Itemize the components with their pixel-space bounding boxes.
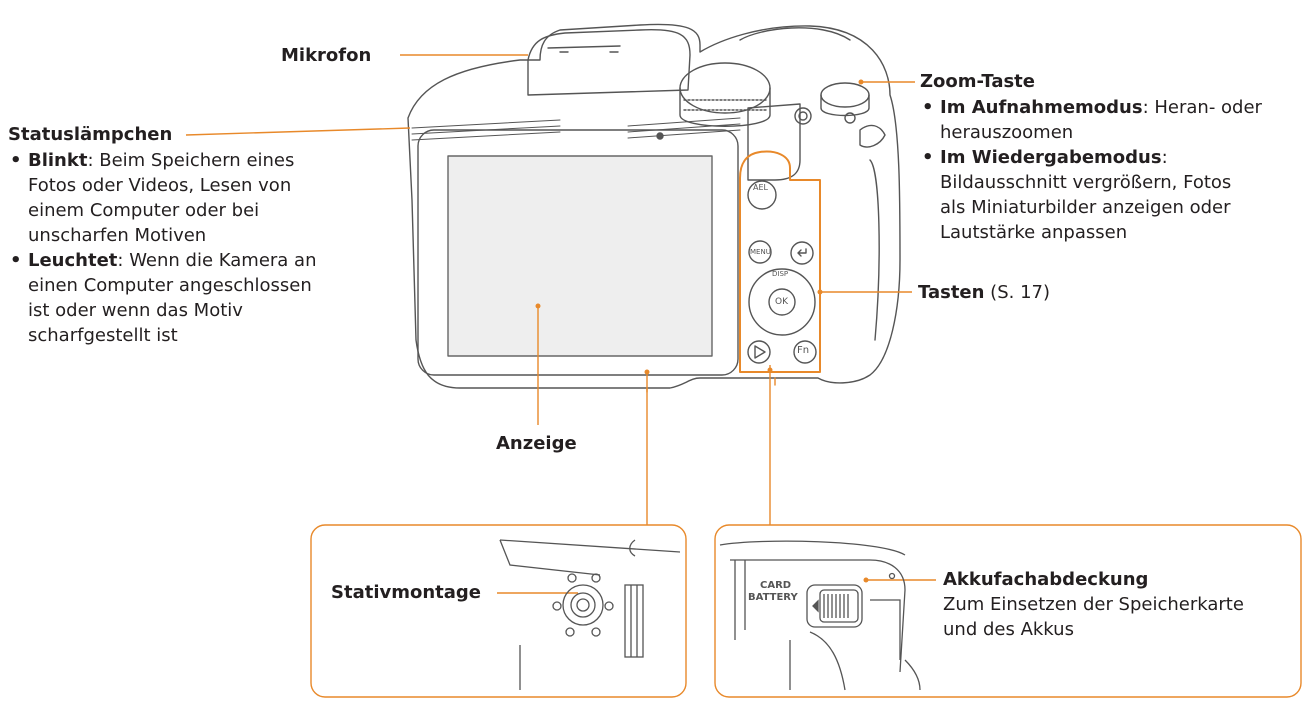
disp-label: DISP bbox=[772, 270, 789, 278]
zoom-taste-term: Im Aufnahmemodus bbox=[940, 97, 1143, 118]
mode-dial bbox=[679, 62, 771, 114]
akkufachabdeckung-desc-2: und des Akkus bbox=[943, 619, 1074, 640]
statuslaempchen-term: Blinkt bbox=[28, 150, 88, 171]
zoom-taste-list: Im Aufnahmemodus: Heran- oderherauszoome… bbox=[920, 95, 1262, 245]
fn-button-shape bbox=[793, 340, 817, 364]
stativmontage-label: Stativmontage bbox=[331, 582, 482, 603]
battery-label: BATTERY bbox=[748, 592, 798, 603]
battery-door-drawing bbox=[719, 540, 921, 691]
zoom-taste-term: Im Wiedergabemodus bbox=[940, 147, 1162, 168]
statuslaempchen-term: Leuchtet bbox=[28, 250, 118, 271]
ael-button: AEL bbox=[753, 183, 768, 192]
tripod-inset-frame bbox=[310, 524, 687, 698]
mikrofon-label: Mikrofon bbox=[281, 45, 372, 66]
fn-button: Fn bbox=[797, 345, 810, 356]
card-label: CARD bbox=[760, 580, 792, 591]
tripod-mount-drawing bbox=[499, 539, 681, 690]
shutter-button bbox=[820, 82, 870, 108]
battery-inset-frame bbox=[714, 524, 1302, 698]
ok-button: OK bbox=[775, 297, 788, 307]
control-wheel bbox=[748, 268, 816, 336]
play-button-shape bbox=[747, 340, 771, 364]
lcd-frame bbox=[417, 129, 739, 376]
menu-button-shape bbox=[748, 240, 772, 264]
lcd-screen bbox=[447, 155, 713, 357]
zoom-taste-item: Im Aufnahmemodus: Heran- oderherauszoome… bbox=[920, 95, 1262, 145]
back-button-shape bbox=[790, 241, 814, 265]
ok-button-shape bbox=[768, 288, 796, 316]
statuslaempchen-title: Statuslämpchen bbox=[8, 124, 173, 145]
akkufachabdeckung-desc-1: Zum Einsetzen der Speicherkarte bbox=[943, 594, 1244, 615]
menu-button: MENU bbox=[750, 248, 771, 256]
tasten-label: Tasten (S. 17) bbox=[918, 282, 1050, 303]
ael-button-shape bbox=[747, 180, 777, 210]
anzeige-label: Anzeige bbox=[496, 433, 577, 454]
zoom-taste-item: Im Wiedergabemodus:Bildausschnitt vergrö… bbox=[920, 145, 1262, 245]
akkufachabdeckung-title: Akkufachabdeckung bbox=[943, 569, 1149, 590]
viewfinder-hump bbox=[527, 28, 691, 96]
zoom-taste-title: Zoom-Taste bbox=[920, 71, 1035, 92]
